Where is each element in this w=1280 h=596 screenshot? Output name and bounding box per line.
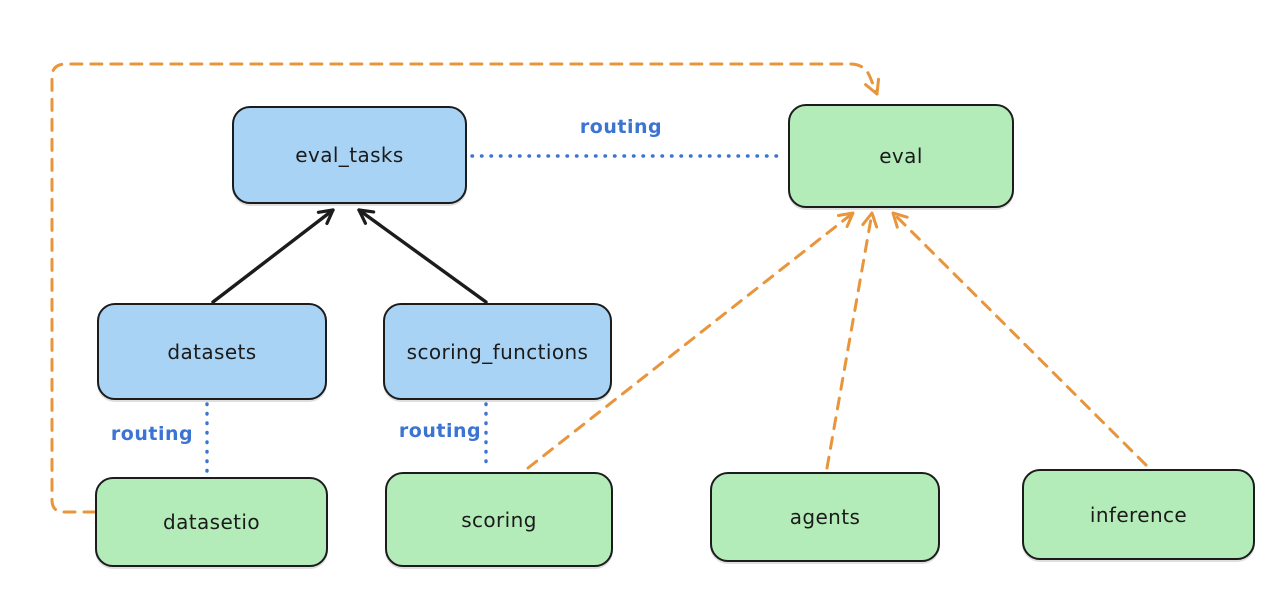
node-inference: inference — [1022, 469, 1255, 560]
node-agents-label: agents — [789, 505, 861, 529]
edge-label-routing-datasets-datasetio: routing — [110, 423, 194, 445]
node-datasets-label: datasets — [167, 339, 257, 364]
node-eval-tasks-label: eval_tasks — [295, 143, 404, 167]
edge-datasets-to-eval-tasks — [211, 208, 335, 304]
node-datasetio-label: datasetio — [162, 510, 260, 534]
edge-datasetio-to-eval — [50, 62, 881, 514]
node-scoring: scoring — [385, 472, 613, 567]
node-eval-tasks: eval_tasks — [232, 106, 467, 204]
node-scoring-functions: scoring_functions — [383, 303, 612, 400]
node-agents: agents — [710, 472, 940, 562]
node-scoring-label: scoring — [461, 507, 537, 532]
node-scoring-functions-label: scoring_functions — [406, 339, 589, 364]
edge-scoring-functions-to-eval-tasks — [357, 208, 488, 304]
edge-label-routing-scoring-functions-scoring: routing — [398, 420, 482, 442]
node-datasetio: datasetio — [95, 477, 328, 567]
node-eval-label: eval — [879, 144, 923, 168]
edge-scoring-to-eval — [526, 211, 855, 470]
edge-agents-to-eval — [825, 211, 879, 470]
edge-inference-to-eval — [891, 211, 1148, 467]
node-eval: eval — [788, 104, 1014, 208]
node-datasets: datasets — [97, 303, 327, 400]
edge-label-routing-eval-tasks-eval: routing — [579, 116, 663, 138]
node-inference-label: inference — [1089, 502, 1188, 527]
